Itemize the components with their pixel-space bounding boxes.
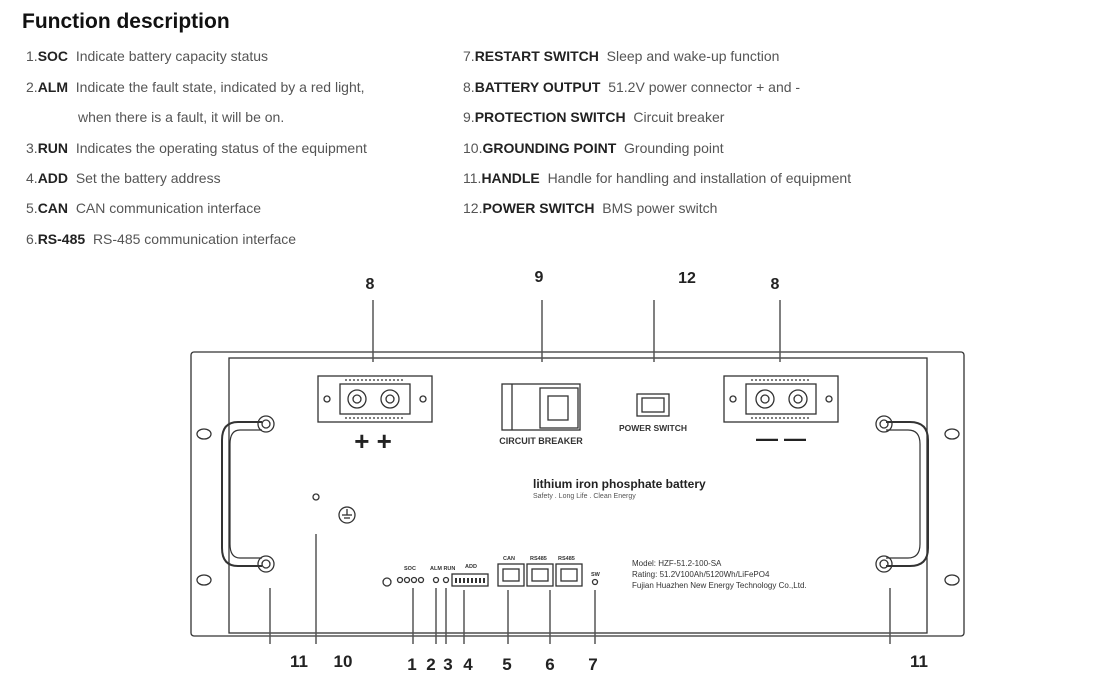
rs485-port-a <box>526 563 554 587</box>
power-switch-label: POWER SWITCH <box>619 423 687 433</box>
desc-soc: 1.SOC Indicate battery capacity status <box>26 48 269 64</box>
mount-hole-right-lower <box>944 574 960 586</box>
left-handle-screw-bottom <box>257 555 275 573</box>
callout-9: 9 <box>535 269 544 286</box>
callout-11-left: 11 <box>290 652 308 671</box>
run-led <box>442 576 450 584</box>
desc-protection-switch: 9.PROTECTION SWITCH Circuit breaker <box>463 109 725 125</box>
manufacturer-text: Fujian Huazhen New Energy Technology Co.… <box>632 581 807 590</box>
callout-11-right: 11 <box>910 652 928 671</box>
desc-run: 3.RUN Indicates the operating status of … <box>26 140 367 156</box>
callout-8-right: 8 <box>771 276 780 293</box>
alm-run-label: ALM RUN <box>430 566 455 572</box>
mount-hole-left <box>196 428 212 440</box>
desc-battery-output: 8.BATTERY OUTPUT 51.2V power connector +… <box>463 79 801 95</box>
desc-handle: 11.HANDLE Handle for handling and instal… <box>463 170 852 186</box>
right-handle-screw-bottom <box>875 555 893 573</box>
grounding-point-icon <box>338 506 356 524</box>
can-port <box>497 563 525 587</box>
desc-rs485: 6.RS-485 RS-485 communication interface <box>26 231 297 247</box>
desc-grounding-point: 10.GROUNDING POINT Grounding point <box>463 140 724 156</box>
circuit-breaker-label: CIRCUIT BREAKER <box>499 436 583 446</box>
callout-10: 10 <box>334 652 353 671</box>
product-name: lithium iron phosphate battery <box>533 477 706 491</box>
restart-switch <box>591 578 599 586</box>
callout-8-left: 8 <box>366 276 375 293</box>
mount-hole-right <box>944 428 960 440</box>
add-dip-segments <box>455 578 485 583</box>
model-text: Model: HZF-51.2-100-SA <box>632 559 722 568</box>
right-handle-screw-top <box>875 415 893 433</box>
rs485-port-b <box>555 563 583 587</box>
positive-signs: + + <box>354 426 392 456</box>
callout-7: 7 <box>588 655 597 674</box>
callout-6: 6 <box>545 655 554 674</box>
desc-can: 5.CAN CAN communication interface <box>26 200 261 216</box>
left-handle <box>221 421 262 567</box>
rating-text: Rating: 51.2V100Ah/5120Wh/LiFePO4 <box>632 570 770 579</box>
chassis-outer <box>190 351 965 637</box>
can-label: CAN <box>503 556 515 562</box>
callout-12: 12 <box>678 270 696 287</box>
product-tagline: Safety . Long Life . Clean Energy <box>533 493 636 500</box>
right-handle <box>886 421 929 567</box>
positive-terminal-block <box>317 375 433 423</box>
page-title: Function description <box>22 10 230 33</box>
circuit-breaker <box>501 383 581 431</box>
rs485-label-b: RS485 <box>558 556 575 562</box>
alm-led <box>432 576 440 584</box>
callout-5: 5 <box>502 655 511 674</box>
desc-power-switch: 12.POWER SWITCH BMS power switch <box>463 200 718 216</box>
desc-restart-switch: 7.RESTART SWITCH Sleep and wake-up funct… <box>463 48 780 64</box>
desc-alm-continued: when there is a fault, it will be on. <box>78 109 285 125</box>
soc-label: SOC <box>404 566 416 572</box>
power-switch <box>636 393 670 417</box>
desc-add: 4.ADD Set the battery address <box>26 170 221 186</box>
mount-hole-left-lower <box>196 574 212 586</box>
negative-signs: — — <box>756 426 806 451</box>
callout-4: 4 <box>463 655 473 674</box>
desc-alm: 2.ALM Indicate the fault state, indicate… <box>26 79 365 95</box>
rs485-label-a: RS485 <box>530 556 547 562</box>
small-hole <box>312 493 320 501</box>
soc-leds <box>396 576 425 584</box>
add-dip-switch <box>451 573 489 587</box>
sw-label: SW <box>591 572 601 578</box>
callout-1: 1 <box>407 655 416 674</box>
callout-3: 3 <box>443 655 452 674</box>
soc-button <box>382 577 392 587</box>
left-handle-screw-top <box>257 415 275 433</box>
negative-terminal-block <box>723 375 839 423</box>
add-label: ADD <box>465 564 477 570</box>
callout-2: 2 <box>426 655 435 674</box>
